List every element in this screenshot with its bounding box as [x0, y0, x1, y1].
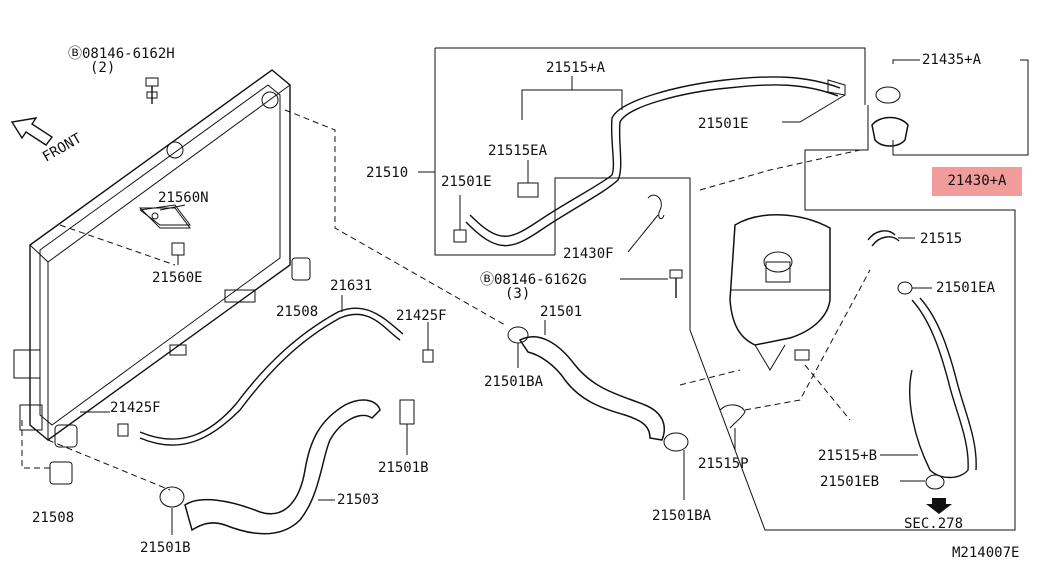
reservoir-tank [729, 214, 831, 346]
label-21501: 21501 [540, 304, 582, 320]
label-21425F-top: 21425F [396, 308, 447, 324]
label-21508-top: 21508 [276, 304, 318, 320]
clip-21515P [719, 404, 746, 429]
bolt-label-g: Ⓑ08146-6162G [480, 272, 587, 288]
clamp-21425F-bottom [117, 423, 129, 437]
mount-21508-top [291, 257, 311, 281]
label-21515P: 21515P [698, 456, 749, 472]
label-21515A: 21515+A [546, 60, 606, 76]
label-21501B-right: 21501B [378, 460, 429, 476]
clamp-21501BA-top [507, 326, 529, 344]
bolt-label-h: Ⓑ08146-6162H [68, 46, 175, 62]
clip-21515EA [517, 182, 539, 198]
clamp-21501E-top [827, 79, 846, 96]
clamp-21501EB [925, 474, 945, 490]
label-21430A[interactable]: 21430+A [947, 173, 1007, 189]
cap-21430A [871, 116, 909, 147]
box-reservoir [554, 105, 1016, 531]
bolt-icon [669, 269, 683, 298]
label-21430F: 21430F [563, 246, 614, 262]
radiator [13, 69, 291, 448]
label-21501BA-bot: 21501BA [652, 508, 712, 524]
label-21515B: 21515+B [818, 448, 877, 464]
label-21515: 21515 [920, 231, 962, 247]
clamp-21501E-left [453, 229, 467, 243]
clamp-21425F-top [422, 349, 434, 363]
bracket-21430F [647, 194, 665, 220]
label-21631: 21631 [330, 278, 372, 294]
front-arrow-icon [10, 117, 54, 146]
grommet-21560E [171, 242, 185, 256]
bolt-qty-h: (2) [90, 60, 115, 76]
front-label: FRONT [40, 130, 85, 165]
hose-21515 [867, 230, 896, 241]
clamp-21501B-bottom [159, 486, 185, 508]
diagram-id: M214007E [952, 545, 1019, 561]
hose-21515A [469, 76, 841, 237]
label-21501BA-top: 21501BA [484, 374, 544, 390]
hose-21503 [184, 399, 381, 535]
label-21501EA: 21501EA [936, 280, 996, 296]
label-21515EA: 21515EA [488, 143, 548, 159]
clamp-21501B-right [399, 399, 415, 425]
label-21435A: 21435+A [922, 52, 982, 68]
label-21501E-left: 21501E [441, 174, 492, 190]
hose-21501 [518, 336, 666, 441]
arrow-down-icon [926, 498, 952, 514]
section-ref: SEC.278 [904, 516, 963, 532]
label-21503: 21503 [337, 492, 379, 508]
hose-21631 [139, 313, 401, 446]
label-21510: 21510 [366, 165, 408, 181]
label-21501B-bot: 21501B [140, 540, 191, 556]
label-21501E-top: 21501E [698, 116, 749, 132]
bolt-icon [145, 77, 159, 104]
label-21425F-bot: 21425F [110, 400, 161, 416]
clamp-21501EA [897, 281, 913, 295]
bracket-21560N [138, 207, 191, 229]
label-21560N: 21560N [158, 190, 209, 206]
mount-21508-bottom [49, 461, 73, 485]
seal-21435A [875, 86, 901, 104]
bolt-qty-g: (3) [505, 286, 530, 302]
highlight-21430A [932, 167, 1022, 196]
clamp-21501BA-bottom [663, 432, 689, 452]
label-21508-bot: 21508 [32, 510, 74, 526]
box-21510 [435, 47, 866, 105]
label-21501EB: 21501EB [820, 474, 879, 490]
label-21560E: 21560E [152, 270, 203, 286]
hose-21515B [909, 299, 969, 479]
